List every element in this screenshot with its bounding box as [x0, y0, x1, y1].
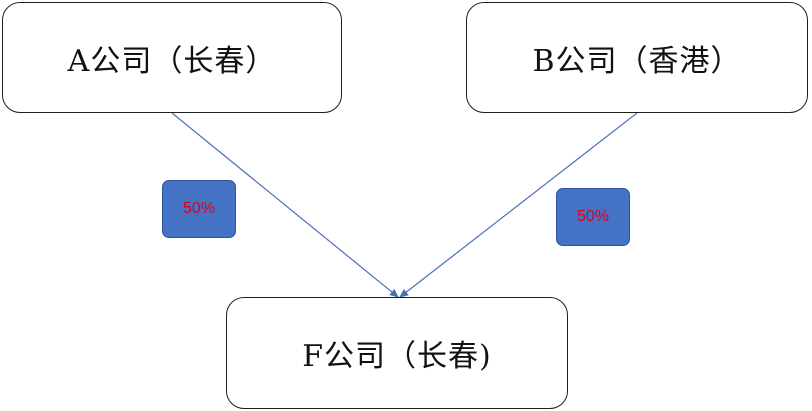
- company-a-label: A公司（长春）: [67, 43, 277, 79]
- company-f-label: F公司（长春): [302, 339, 492, 374]
- share-value-b: 50%: [576, 208, 610, 225]
- company-b-box: B公司（香港）: [466, 2, 808, 113]
- company-a-box: A公司（长春）: [2, 2, 342, 113]
- company-f-box: F公司（长春): [226, 297, 568, 409]
- share-badge-b: 50%: [556, 188, 630, 246]
- company-b-label: B公司（香港）: [532, 43, 742, 79]
- share-value-a: 50%: [182, 200, 216, 217]
- share-badge-a: 50%: [162, 180, 236, 238]
